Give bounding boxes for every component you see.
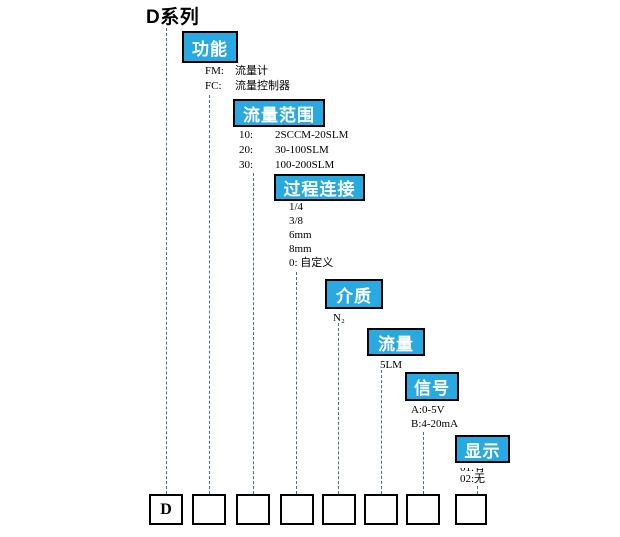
code-box-process-connection (280, 494, 314, 525)
connector-line-flow (381, 370, 382, 494)
code-box-signal (406, 494, 440, 525)
code-box-display (455, 494, 487, 525)
option-code: FC: (205, 80, 222, 92)
category-box-signal: 信号 (405, 372, 459, 401)
option-row: FM: 流量计 (205, 64, 290, 79)
connector-line-flow-range (253, 173, 254, 494)
category-label-process-connection: 过程连接 (283, 180, 356, 199)
category-box-flow: 流量 (367, 328, 425, 356)
category-label-medium: 介质 (336, 286, 372, 306)
option-code: 30: (239, 159, 254, 171)
connector-line-medium (338, 323, 339, 494)
option-row: 1/4 (289, 201, 304, 213)
option-value: 2SCCM-20SLM (275, 129, 349, 141)
option-value: 流量控制器 (235, 80, 290, 92)
option-code: 20: (239, 144, 254, 156)
category-label-function: 功能 (192, 39, 228, 59)
category-label-signal: 信号 (414, 379, 450, 398)
option-row: 20: 30-100SLM (239, 143, 348, 158)
option-value: 100-200SLM (275, 159, 335, 171)
code-box-series: D (149, 494, 183, 525)
category-box-process-connection: 过程连接 (274, 174, 365, 201)
connector-line-signal (423, 432, 424, 494)
code-box-flow (364, 494, 398, 525)
options-signal: A:0-5V B:4-20mA (411, 403, 458, 431)
option-row: 10: 2SCCM-20SLM (239, 128, 348, 143)
option-row: 5LM (380, 359, 402, 371)
connector-line-series (166, 28, 167, 494)
connector-line-process-connection (296, 272, 297, 494)
category-box-display: 显示 (455, 435, 510, 463)
category-label-display: 显示 (464, 441, 501, 461)
options-display: 01:有 02:无 (460, 463, 485, 485)
options-function: FM: 流量计 FC: 流量控制器 (205, 64, 290, 94)
option-row: B:4-20mA (411, 418, 459, 430)
code-box-medium (322, 494, 356, 525)
option-code: 10: (239, 129, 254, 141)
option-row: 3/8 (289, 215, 304, 227)
option-value: 流量计 (235, 65, 268, 77)
category-label-flow-range: 流量范围 (243, 105, 315, 125)
option-row: 01:有 (460, 462, 486, 474)
category-box-flow-range: 流量范围 (233, 99, 325, 127)
options-flow: 5LM (380, 358, 402, 373)
option-row: N₂ (333, 312, 345, 324)
category-box-medium: 介质 (325, 279, 383, 309)
option-row: 30: 100-200SLM (239, 158, 348, 173)
page-title: D系列 (146, 7, 200, 28)
options-medium: N₂ (333, 311, 345, 326)
option-row: 0: 自定义 (289, 257, 334, 269)
code-box-flow-range (236, 494, 270, 525)
connector-line-display (477, 486, 478, 494)
option-row: 02:无 (460, 473, 486, 485)
code-box-series-value: D (160, 500, 172, 518)
option-value: 30-100SLM (275, 144, 329, 156)
options-flow-range: 10: 2SCCM-20SLM 20: 30-100SLM 30: 100-200SL… (239, 128, 348, 173)
category-label-flow: 流量 (378, 334, 414, 354)
connector-line-function (209, 95, 210, 494)
code-box-function (192, 494, 226, 525)
option-row: 8mm (289, 243, 312, 255)
option-row: FC: 流量控制器 (205, 79, 290, 94)
options-process-connection: 1/4 3/8 6mm 8mm 0: 自定义 (289, 200, 333, 270)
option-code: FM: (205, 65, 224, 77)
option-row: A:0-5V (411, 404, 445, 416)
option-row: 6mm (289, 229, 312, 241)
category-box-function: 功能 (182, 31, 238, 63)
